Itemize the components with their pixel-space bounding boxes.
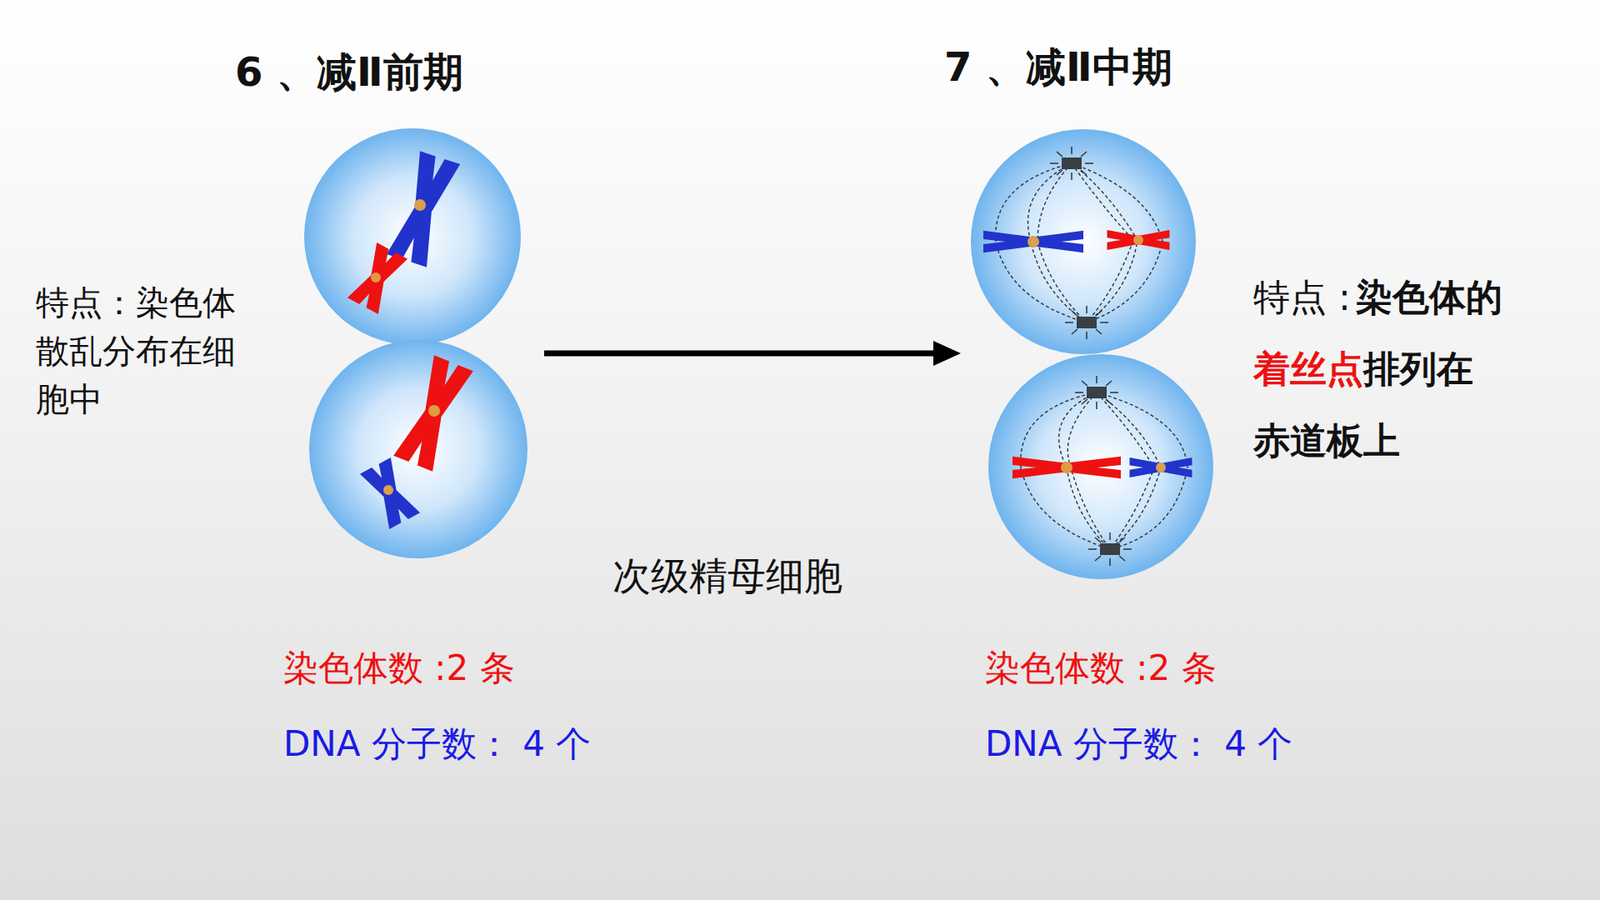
chromosome	[360, 457, 420, 530]
cell	[309, 340, 528, 559]
chromosome	[347, 242, 408, 315]
process-arrow	[544, 340, 961, 366]
chromosome-count: 染色体数 :2 条	[985, 645, 1217, 692]
chromosome	[983, 230, 1084, 253]
spindle-pole	[1065, 305, 1109, 340]
chromosome	[393, 355, 474, 471]
cell	[970, 129, 1196, 355]
feature-prefix: 特点 :	[1253, 275, 1351, 319]
feature-note: 染色体的	[1355, 275, 1503, 319]
cell	[988, 354, 1214, 580]
feature-line: 赤道板上	[1253, 416, 1400, 465]
spindle-fibers	[995, 163, 1188, 550]
cell-type-label: 次级精母细胞	[612, 551, 843, 602]
spindle-pole	[1088, 532, 1132, 566]
dna-count: DNA 分子数： 4 个	[283, 721, 591, 768]
feature-note: 赤道板上	[1253, 419, 1400, 462]
feature-note: 排列在	[1363, 347, 1474, 390]
spindle-pole	[1050, 146, 1094, 180]
feature-line: 着丝点排列在	[1253, 345, 1474, 393]
key-term: 着丝点	[1253, 347, 1364, 390]
chromosome	[1107, 230, 1170, 250]
cell	[304, 128, 521, 345]
feature-note: 特点：染色体散乱分布在细胞中	[35, 278, 245, 424]
spindle-pole	[1075, 375, 1119, 410]
stage-heading: 6 、减Ⅱ前期	[235, 45, 464, 98]
stage-heading: 7 、减Ⅱ中期	[944, 40, 1173, 93]
chromosome	[1012, 456, 1121, 479]
chromosome	[386, 150, 460, 267]
feature-line: 特点 :染色体的	[1253, 273, 1503, 321]
dna-count: DNA 分子数： 4 个	[985, 721, 1293, 768]
chromosome-count: 染色体数 :2 条	[283, 645, 515, 692]
chromosome	[1130, 457, 1193, 478]
